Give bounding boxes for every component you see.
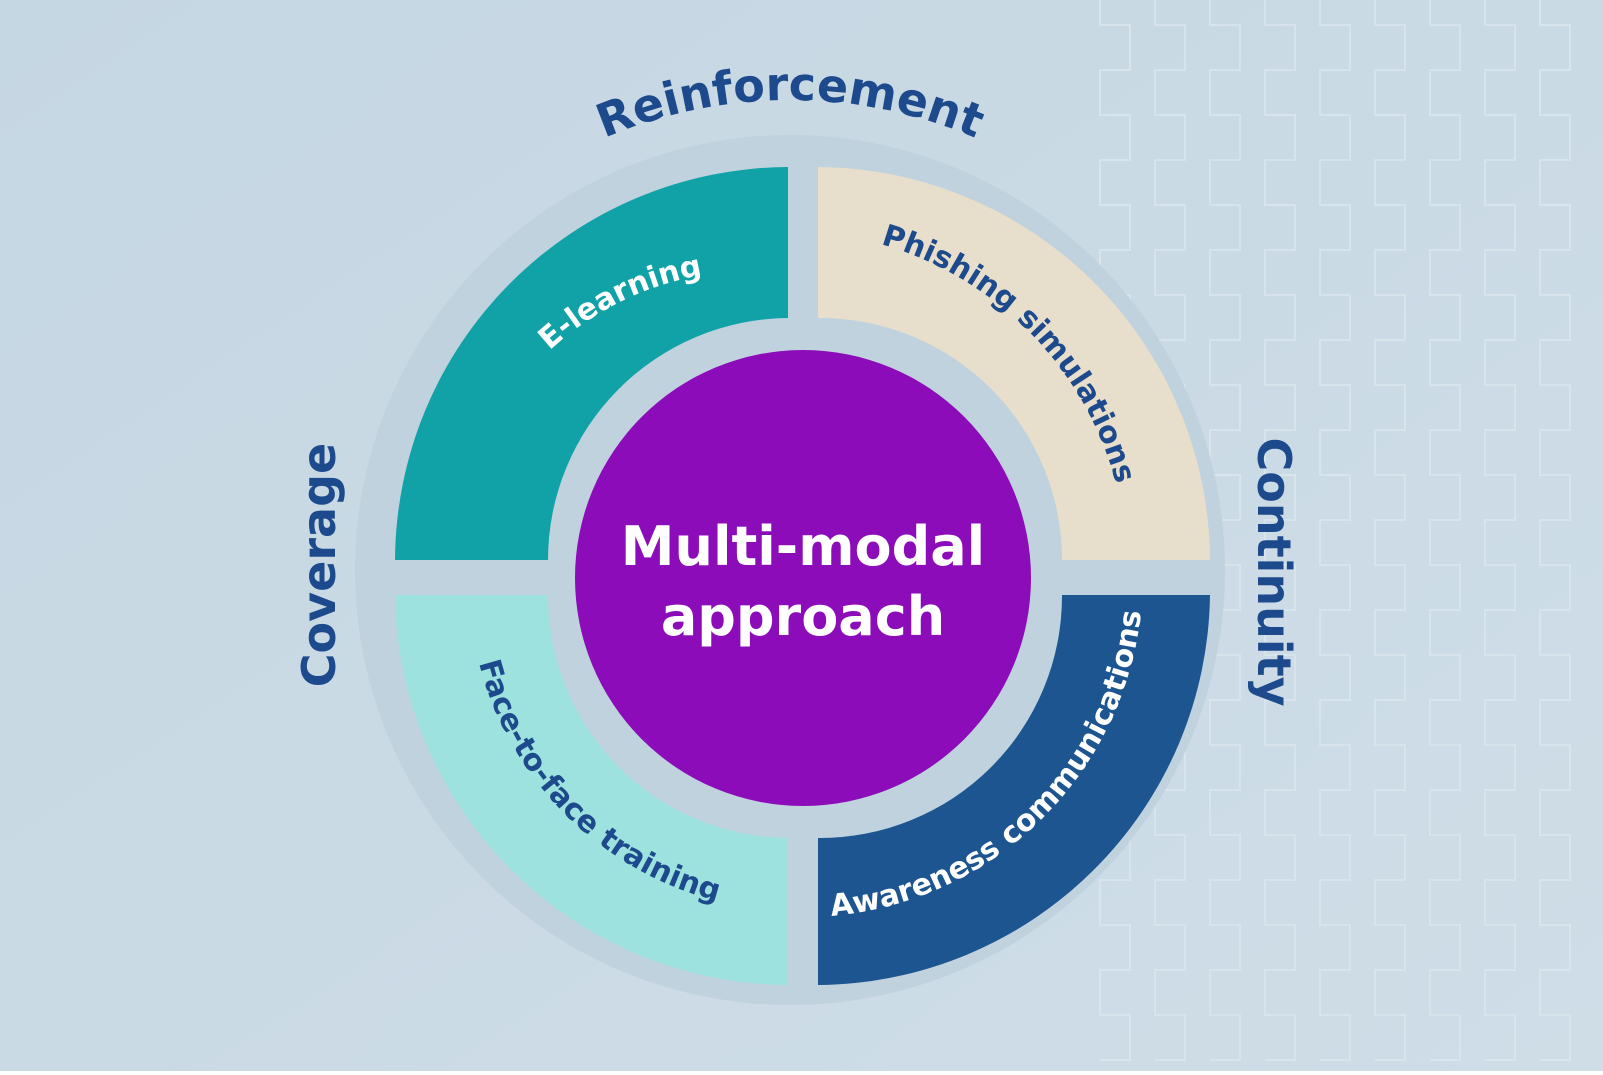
zigzag-line [1264,0,1296,1061]
zigzag-line [1429,0,1461,1061]
zigzag-line [1539,0,1571,1061]
center-label-line1: Multi-modal [621,515,985,578]
center-circle[interactable] [575,350,1031,806]
segment-phishing-simulations[interactable] [818,167,1210,560]
zigzag-line [1484,0,1516,1061]
outer-label-continuity: Continuity [1247,437,1301,706]
segment-face-to-face-training[interactable] [395,595,788,985]
center-label-line2: approach [661,585,945,648]
outer-label-coverage: Coverage [292,443,346,687]
segment-e-learning[interactable] [395,167,788,560]
segment-awareness-communications[interactable] [818,595,1210,985]
zigzag-line [1319,0,1351,1061]
zigzag-line [1374,0,1406,1061]
